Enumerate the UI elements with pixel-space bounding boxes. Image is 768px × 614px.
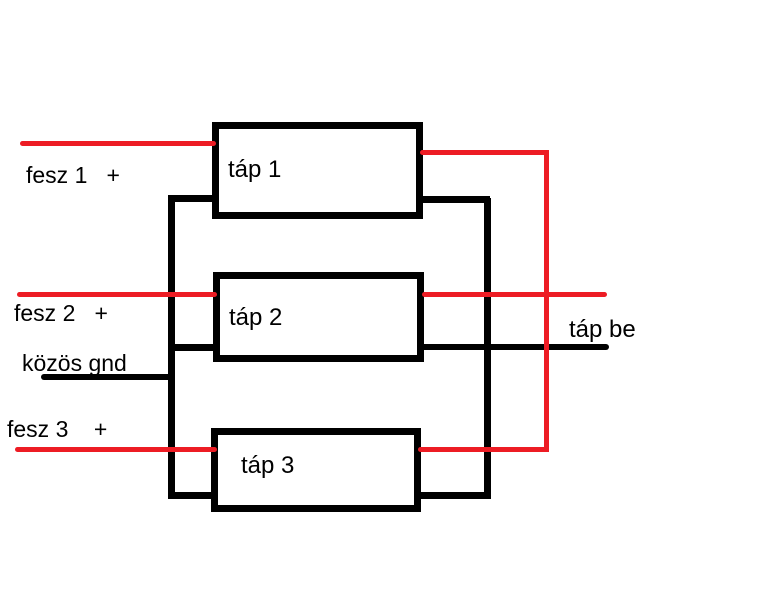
red-output-bus-wire	[544, 150, 549, 452]
tap3-output-wire	[418, 447, 549, 452]
tap-be-output-wire	[421, 344, 609, 350]
tap2-left-stub-wire	[168, 344, 216, 351]
fesz1-label: fesz 1 +	[26, 162, 120, 188]
fesz3-input-wire	[15, 447, 217, 452]
fesz2-input-wire	[17, 292, 217, 297]
kozos-gnd-wire	[41, 374, 173, 380]
tap2-output-wire	[422, 292, 607, 297]
tap2-box: táp 2	[213, 272, 424, 362]
tap1-output-wire	[420, 150, 549, 155]
fesz3-label: fesz 3 +	[7, 416, 108, 442]
tap1-box: táp 1	[212, 122, 423, 219]
tap-be-label: táp be	[569, 316, 636, 343]
tap3-box: táp 3	[211, 428, 421, 512]
tap3-box-label: táp 3	[241, 452, 295, 479]
tap2-box-label: táp 2	[229, 304, 283, 331]
tap3-left-stub-wire	[168, 492, 214, 499]
tap1-box-label: táp 1	[228, 156, 282, 183]
fesz2-label: fesz 2 +	[14, 300, 108, 326]
tap1-left-stub-wire	[168, 195, 214, 202]
kozos-gnd-label: közös gnd	[22, 350, 127, 376]
tap3-right-stub-wire	[417, 492, 491, 499]
tap1-right-stub-wire	[419, 196, 490, 203]
fesz1-input-wire	[20, 141, 216, 146]
